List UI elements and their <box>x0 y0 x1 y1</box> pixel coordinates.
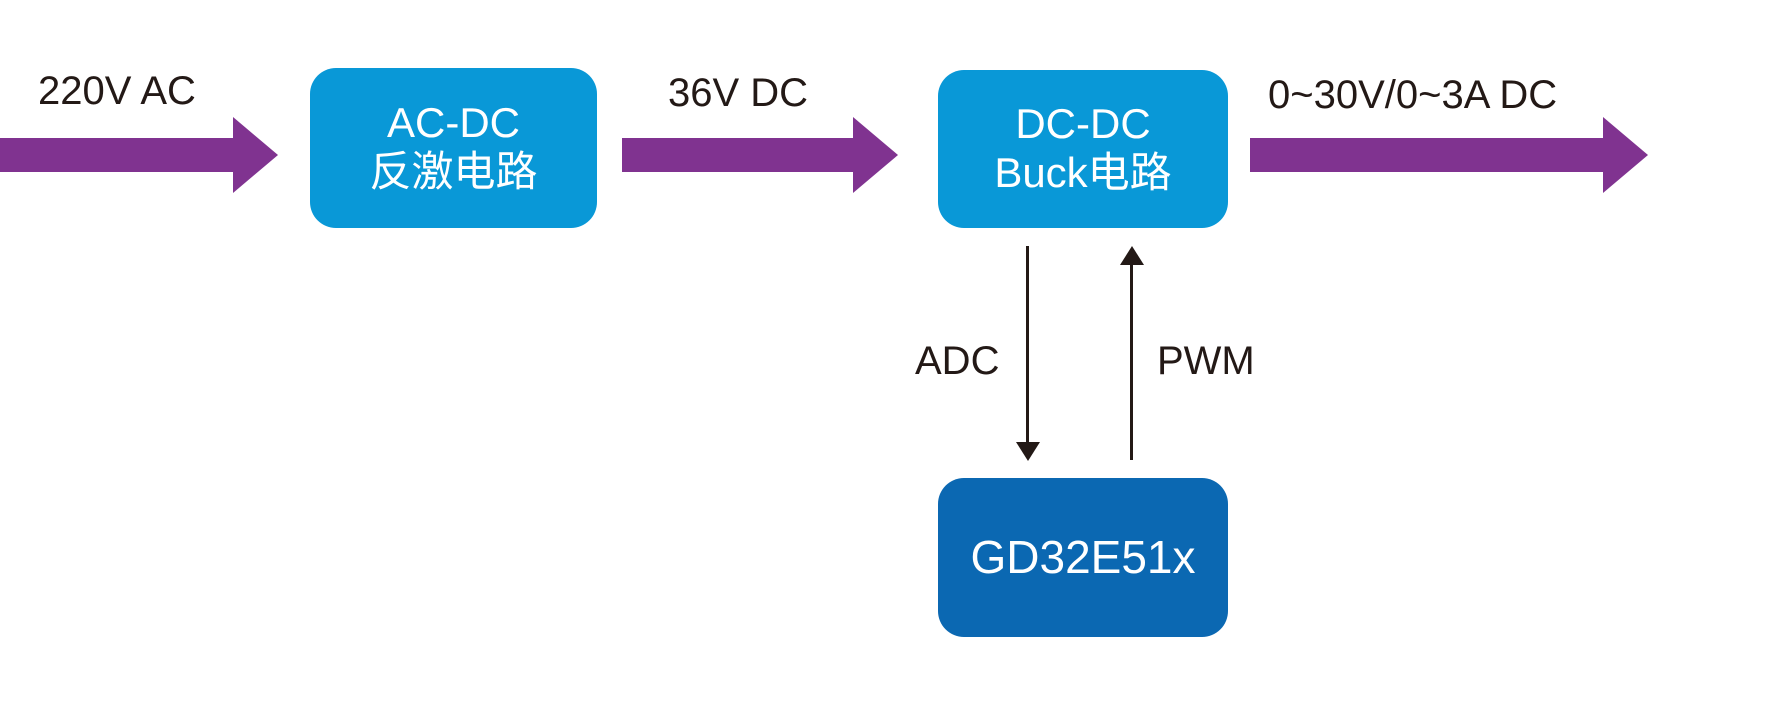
arrow-body <box>0 138 234 172</box>
pwm-signal-label: PWM <box>1157 339 1255 383</box>
pwm-up-arrow-line <box>1130 264 1133 460</box>
arrow-right-head-icon <box>1603 117 1648 193</box>
block-dc-dc-subtitle: Buck电路 <box>994 149 1172 196</box>
block-mcu-title: GD32E51x <box>970 530 1196 583</box>
intermediate-flow-arrow-icon <box>622 117 898 193</box>
block-dc-dc-buck: DC-DC Buck电路 <box>938 70 1228 228</box>
intermediate-voltage-label: 36V DC <box>668 71 809 115</box>
arrow-body <box>1250 138 1604 172</box>
block-ac-dc-flyback: AC-DC 反激电路 <box>310 68 597 228</box>
adc-signal-label: ADC <box>915 339 1000 383</box>
input-flow-arrow-icon <box>0 117 278 193</box>
block-ac-dc-subtitle: 反激电路 <box>369 148 538 195</box>
arrow-right-head-icon <box>853 117 898 193</box>
output-flow-arrow-icon <box>1250 117 1648 193</box>
adc-down-arrow-head-icon <box>1016 442 1040 461</box>
arrow-right-head-icon <box>233 117 278 193</box>
adc-down-arrow-line <box>1026 246 1029 444</box>
block-mcu-gd32e51x: GD32E51x <box>938 478 1228 637</box>
block-ac-dc-title: AC-DC <box>387 99 520 147</box>
pwm-up-arrow-head-icon <box>1120 246 1144 265</box>
arrow-body <box>622 138 854 172</box>
output-rating-label: 0~30V/0~3A DC <box>1268 73 1558 117</box>
input-voltage-label: 220V AC <box>38 69 196 113</box>
block-dc-dc-title: DC-DC <box>1015 100 1151 148</box>
